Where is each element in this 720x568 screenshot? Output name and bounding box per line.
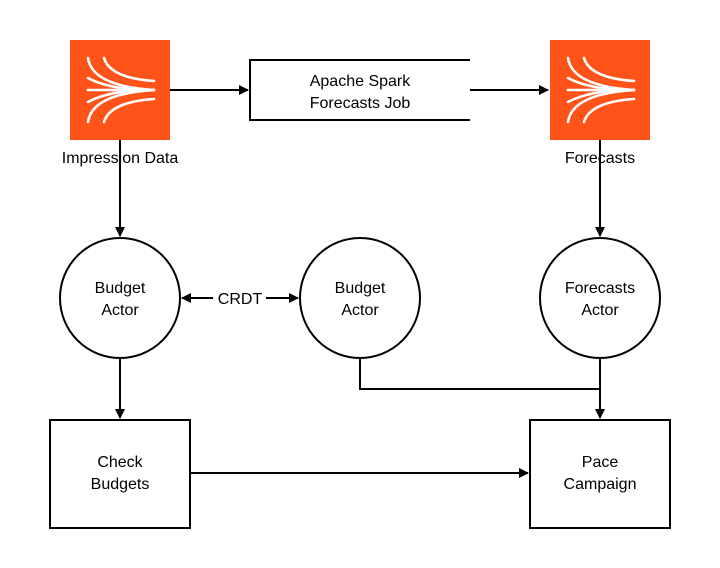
pace-campaign-line1: Pace — [582, 454, 619, 471]
budget-actor-1-line2: Actor — [101, 302, 139, 319]
spark-line1: Apache Spark — [310, 73, 412, 90]
check-budgets-line1: Check — [97, 454, 143, 471]
forecasts-actor-line1: Forecasts — [565, 280, 635, 297]
forecasts-node[interactable]: Forecasts — [550, 40, 650, 167]
spark-line2: Forecasts Job — [310, 95, 411, 112]
impression-data-label: Impression Data — [62, 150, 179, 167]
budget-actor-2[interactable]: Budget Actor — [299, 237, 421, 359]
crdt-label: CRDT — [218, 291, 263, 308]
budget-actor-2-line1: Budget — [335, 280, 386, 297]
impression-data-node[interactable]: Impression Data — [62, 40, 179, 167]
check-budgets-line2: Budgets — [91, 476, 150, 493]
pace-campaign-node[interactable]: Pace Campaign — [529, 419, 671, 529]
forecasts-actor-line2: Actor — [581, 302, 619, 319]
forecasts-label: Forecasts — [565, 150, 635, 167]
edges — [115, 85, 605, 478]
budget-actor-1-line1: Budget — [95, 280, 146, 297]
spark-job-node[interactable]: Apache Spark Forecasts Job — [249, 59, 470, 121]
budget-actor-2-line2: Actor — [341, 302, 379, 319]
edge-budget-actor-2-to-pace — [359, 358, 600, 390]
forecasts-actor[interactable]: Forecasts Actor — [539, 237, 661, 359]
budget-actor-1[interactable]: Budget Actor — [59, 237, 181, 359]
check-budgets-node[interactable]: Check Budgets — [49, 419, 191, 529]
pace-campaign-line2: Campaign — [564, 476, 637, 493]
